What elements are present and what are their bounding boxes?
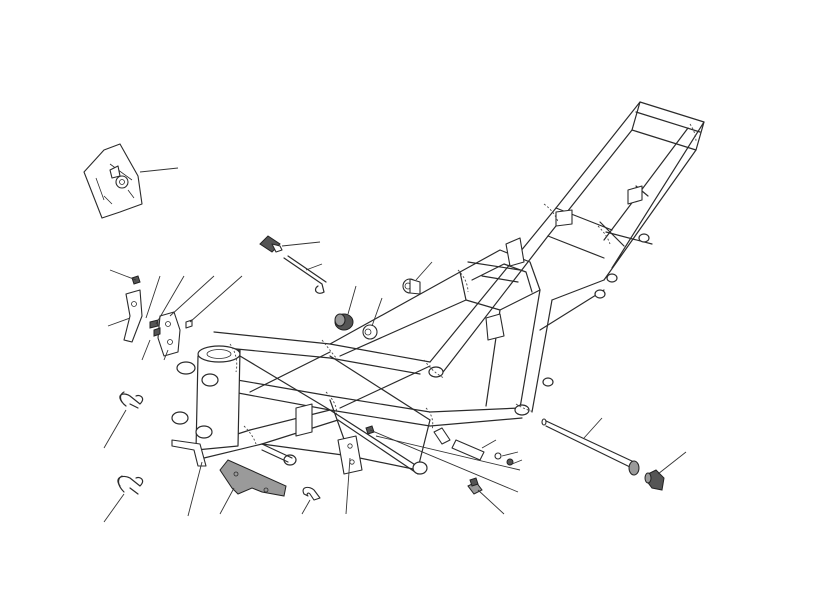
leader-line bbox=[371, 297, 383, 327]
leader-line bbox=[139, 167, 179, 173]
mounting-bracket-icon bbox=[123, 275, 193, 357]
bushing-icon bbox=[433, 427, 514, 466]
leader-line bbox=[301, 499, 311, 515]
leader-line bbox=[347, 285, 357, 315]
leader-line bbox=[163, 349, 169, 361]
spindle-shaft-icon bbox=[541, 418, 640, 476]
leader-line bbox=[109, 269, 137, 281]
leader-line bbox=[415, 261, 433, 281]
leader-line bbox=[103, 493, 125, 523]
leader-line bbox=[281, 241, 321, 247]
leader-line bbox=[375, 435, 521, 471]
end-cap-icon bbox=[644, 469, 665, 491]
leader-line bbox=[107, 317, 131, 327]
grommet-icon bbox=[259, 235, 283, 253]
leader-line bbox=[345, 457, 351, 515]
leader-line bbox=[187, 461, 203, 517]
pipe-clamp-icon bbox=[119, 391, 144, 409]
leader-line bbox=[481, 439, 497, 449]
bracket-plate-icon bbox=[171, 439, 207, 467]
leader-line bbox=[189, 275, 243, 323]
leader-line bbox=[141, 339, 151, 361]
leader-line bbox=[657, 451, 687, 475]
leader-line bbox=[103, 409, 127, 449]
leader-line bbox=[219, 487, 235, 515]
spacer-icon bbox=[362, 324, 378, 340]
hardware-bag-icon bbox=[83, 143, 143, 219]
main-frame bbox=[171, 101, 705, 475]
leader-line bbox=[145, 275, 161, 319]
hook-pin-icon bbox=[283, 255, 327, 294]
leader-line bbox=[477, 489, 505, 515]
leader-line bbox=[155, 275, 185, 325]
bolt-icon bbox=[261, 443, 293, 463]
spacer-icon bbox=[402, 278, 421, 295]
leader-line bbox=[501, 451, 519, 457]
leader-line bbox=[511, 459, 523, 465]
leader-line bbox=[305, 263, 323, 271]
leader-line bbox=[583, 417, 603, 439]
centre-bracket-icon bbox=[337, 425, 375, 475]
guard-plate-icon bbox=[219, 459, 287, 497]
leader-line bbox=[169, 275, 215, 317]
u-clip-icon bbox=[302, 486, 321, 501]
rubber-bush-icon bbox=[334, 313, 354, 331]
pipe-clamp-icon bbox=[117, 475, 144, 495]
